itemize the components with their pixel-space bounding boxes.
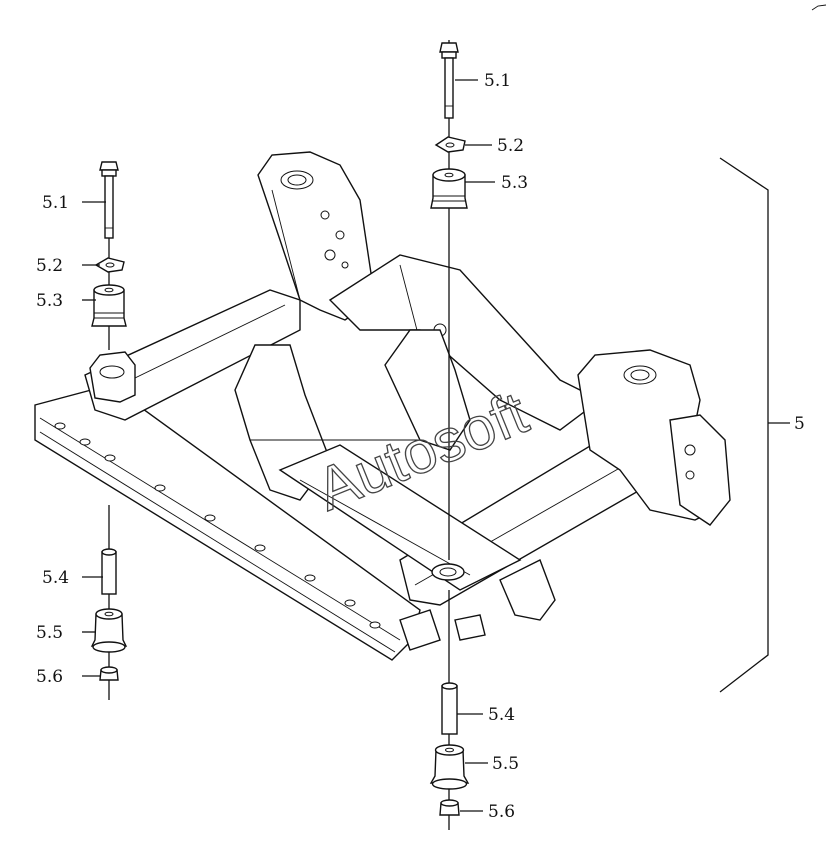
lower-bushing-icon [429,744,470,790]
label-left-lower-bushing: 5.5 [36,623,63,643]
corner-mark [811,4,827,11]
label-left-washer: 5.2 [36,256,63,276]
label-left-nut: 5.6 [36,667,63,687]
assembly-bracket: 5 [719,157,805,693]
lower-bushing-icon [90,608,128,653]
upper-bushing-icon [91,284,127,327]
washer-icon [434,136,466,153]
label-center-upper-bushing: 5.3 [501,173,528,193]
label-center-sleeve: 5.4 [488,705,515,725]
bolt-icon [99,161,119,239]
nut-icon [99,666,119,681]
label-center-nut: 5.6 [488,802,515,822]
nut-icon [439,799,460,816]
subframe-assembly [34,151,731,661]
washer-icon [94,257,125,273]
label-left-upper-bushing: 5.3 [36,291,63,311]
label-center-lower-bushing: 5.5 [492,754,519,774]
left-mount-stack: 5.1 5.2 5.3 5.4 5.5 5.6 [36,161,128,700]
label-left-sleeve: 5.4 [42,568,69,588]
center-mount-stack: 5.1 5.2 5.3 5.4 5.5 5.6 [429,40,528,830]
beam-holes [54,422,381,629]
label-center-bolt: 5.1 [484,71,511,91]
label-left-bolt: 5.1 [42,193,69,213]
label-center-washer: 5.2 [497,136,524,156]
sleeve-icon [441,682,458,735]
upper-bushing-icon [430,168,468,209]
sleeve-icon [101,548,117,595]
label-assembly: 5 [794,414,805,434]
bolt-icon [439,42,459,119]
